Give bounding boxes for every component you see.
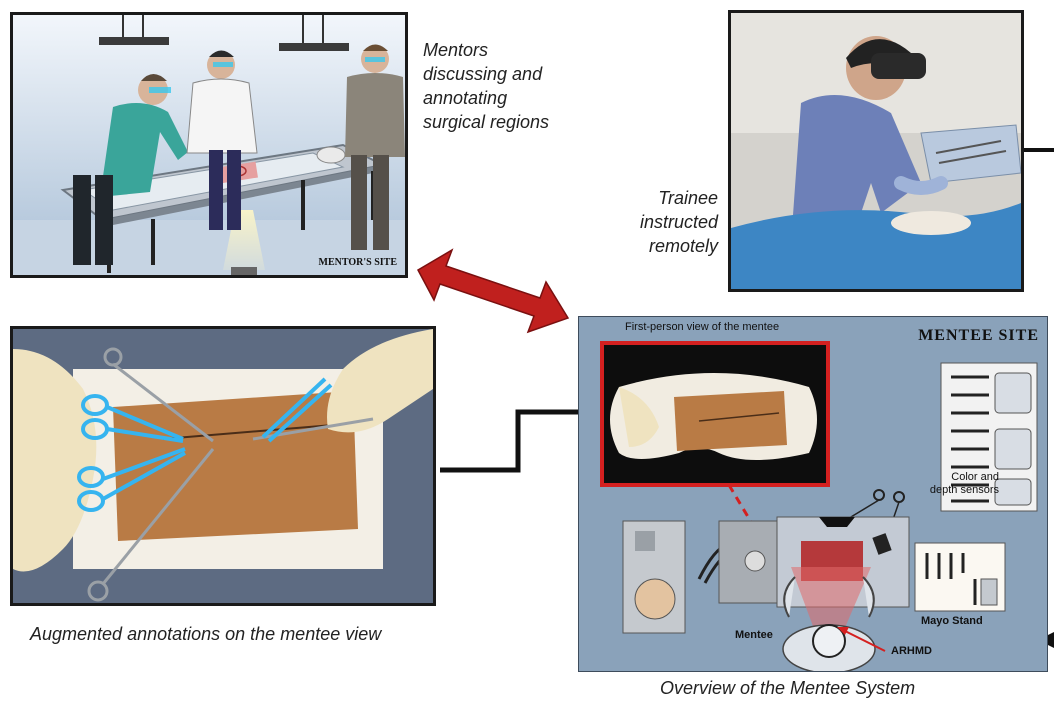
tissue-model	[113, 391, 358, 541]
depth-sensor-icon	[874, 490, 884, 500]
mentee-label: Mentee	[735, 629, 773, 641]
mentee-system-panel: First-person view of the mentee MENTEE S…	[578, 316, 1048, 672]
color-sensor-icon	[894, 492, 904, 502]
mentor-caption-line: discussing and	[423, 62, 583, 86]
mentee-system-caption: Overview of the Mentee System	[660, 676, 1000, 700]
patient-head	[317, 147, 345, 163]
instrument-tray	[921, 125, 1021, 183]
projector	[231, 267, 257, 275]
bidirectional-arrow	[418, 250, 568, 332]
trainee-caption-line: instructed	[600, 210, 718, 234]
sensor-label: Color and depth sensors	[919, 471, 999, 497]
mentor-scene: MENTOR'S SITE	[13, 15, 405, 275]
mentor-caption-line: Mentors	[423, 38, 583, 62]
mentor-site-label: MENTOR'S SITE	[319, 257, 398, 268]
sensor-label-line: depth sensors	[919, 484, 999, 497]
mentor-site-illustration: MENTOR'S SITE	[10, 12, 408, 278]
sensor-label-line: Color and	[919, 471, 999, 484]
trainee-caption-line: Trainee	[600, 186, 718, 210]
mentor-caption: Mentors discussing and annotating surgic…	[423, 38, 583, 134]
arhmd-label: ARHMD	[891, 645, 932, 657]
annotation-scene	[13, 329, 433, 603]
mayo-stand-label: Mayo Stand	[921, 615, 983, 627]
mentor-caption-line: surgical regions	[423, 110, 583, 134]
annotation-photo	[10, 326, 436, 606]
annotation-caption: Augmented annotations on the mentee view	[30, 622, 450, 646]
stool	[635, 579, 675, 619]
annotation-to-fpv-arrow	[440, 412, 588, 470]
trainee-caption: Trainee instructed remotely	[600, 186, 718, 258]
ar-headset	[871, 53, 926, 79]
trainee-caption-line: remotely	[600, 234, 718, 258]
mentor-caption-line: annotating	[423, 86, 583, 110]
trainee-scene	[731, 13, 1021, 289]
trainee-photo	[728, 10, 1024, 292]
